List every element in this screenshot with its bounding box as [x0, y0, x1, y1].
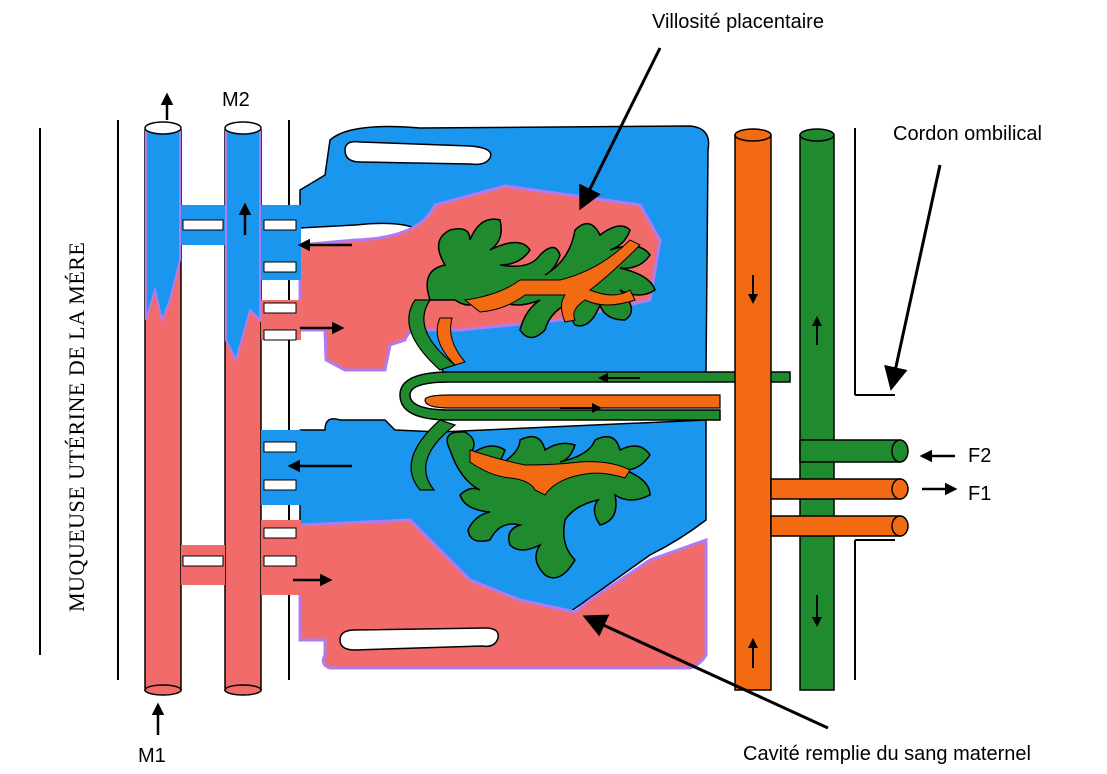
m1-label: M1: [138, 745, 166, 767]
vessel-m1-top-opening: [145, 122, 181, 134]
m2-label: M2: [222, 89, 250, 111]
fetal-vessels: [735, 128, 908, 690]
cordon-label: Cordon ombilical: [893, 123, 1042, 145]
cord-tube-artery-2: [771, 516, 901, 536]
muqueuse-label: MUQUEUSE UTÉRINE DE LA MÉRE: [64, 242, 89, 612]
f2-label: F2: [968, 445, 991, 467]
cavite-pointer: [588, 618, 828, 728]
vessel-m1-bottom: [145, 685, 181, 695]
cord-tube-vein: [800, 440, 900, 462]
villosite-label: Villosité placentaire: [652, 11, 824, 33]
maternal-vessels: [145, 122, 301, 695]
vessel-m2-top-opening: [225, 122, 261, 134]
stem-artery: [425, 395, 720, 408]
cord-tube-artery-1: [771, 479, 901, 499]
cavite-label: Cavité remplie du sang maternel: [743, 743, 1031, 765]
f1-label: F1: [968, 483, 991, 505]
center-white-gap: [330, 372, 398, 418]
vessel-m2-bottom: [225, 685, 261, 695]
fetal-artery-vertical: [735, 135, 771, 690]
white-slit-lower: [340, 628, 498, 650]
cordon-pointer: [892, 165, 940, 385]
